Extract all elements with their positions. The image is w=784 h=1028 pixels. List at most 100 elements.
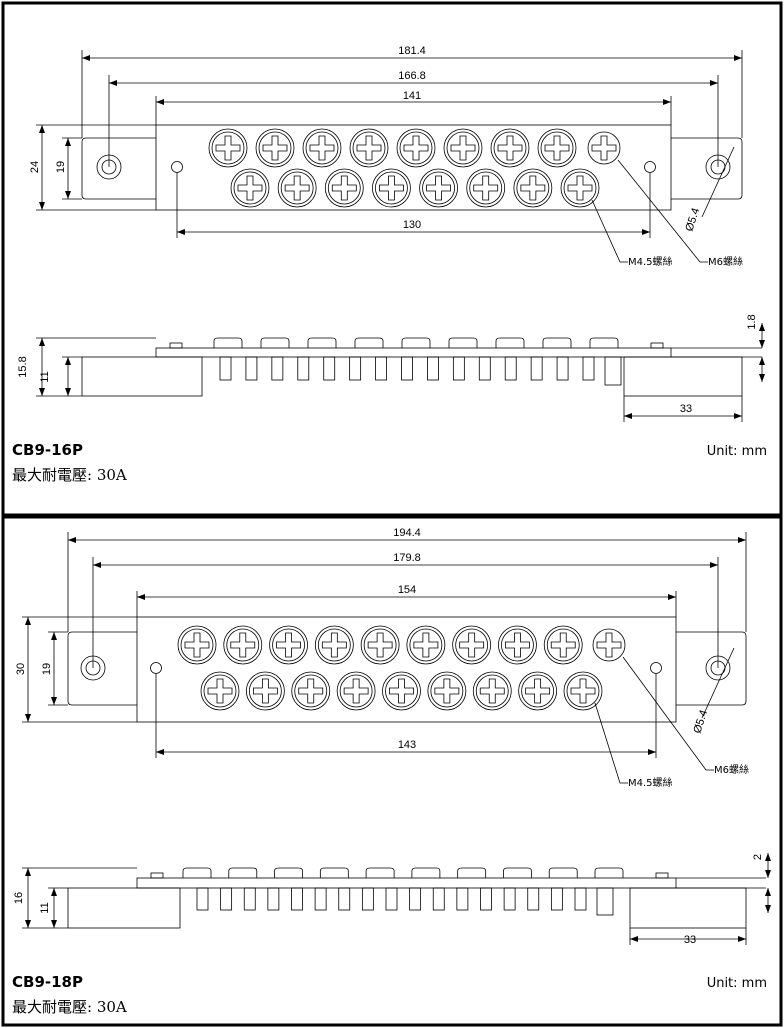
side-terminal-pin — [452, 356, 465, 381]
screw-outer-ring — [490, 128, 530, 168]
side-base-plate — [136, 877, 677, 889]
screw-outer-ring — [336, 671, 376, 711]
screw-outer-ring — [269, 625, 308, 665]
screw-head — [501, 628, 534, 662]
left-mounting-ear — [67, 631, 137, 706]
phillips-cross-icon — [379, 175, 404, 201]
dim-hole-pitch: 179.8 — [393, 552, 421, 564]
side-terminal-pin — [556, 356, 569, 381]
unit-label: Unit: mm — [707, 976, 767, 991]
side-terminal-pin — [401, 356, 413, 381]
screw-outer-ring — [472, 671, 512, 711]
side-terminal-pin — [219, 356, 232, 381]
dim-height-outer: 30 — [15, 663, 27, 675]
dim-overall-length: 181.4 — [398, 45, 426, 57]
side-terminal-pin — [267, 887, 280, 911]
screw-outer-ring — [396, 128, 436, 168]
m45-screw — [314, 625, 354, 665]
panel-frame — [1, 1, 783, 517]
small-hole — [150, 662, 162, 674]
side-screw-cap — [319, 867, 349, 878]
screw-outer-ring — [452, 625, 492, 665]
side-screw-cap — [213, 337, 243, 348]
side-screw-cap — [354, 337, 384, 348]
phillips-cross-icon — [284, 175, 310, 201]
side-screw-cap — [401, 337, 431, 348]
left-mounting-ear — [81, 137, 156, 200]
side-bump — [655, 872, 669, 879]
screw-head — [540, 131, 574, 165]
side-terminal-pin — [323, 356, 336, 381]
side-terminal-pin — [432, 887, 445, 911]
phillips-cross-icon — [591, 135, 617, 161]
m45-screw — [498, 625, 537, 665]
side-terminal-pin — [582, 356, 595, 381]
screw-head — [521, 674, 555, 708]
m45-screw — [490, 128, 530, 168]
m45-screw — [518, 671, 558, 711]
side-terminal-pin — [409, 887, 422, 911]
m45-screw — [269, 625, 308, 665]
screw-head — [475, 674, 509, 708]
side-screw-cap — [182, 867, 212, 878]
side-screw-cap — [448, 337, 478, 348]
screw-head — [248, 674, 282, 708]
screw-head — [385, 674, 418, 708]
phillips-cross-icon — [321, 632, 347, 658]
side-terminal-pin — [245, 356, 258, 381]
phillips-cross-icon — [252, 678, 278, 704]
screw-outer-ring — [466, 168, 506, 208]
side-terminal-pin — [349, 356, 362, 381]
side-screw-cap — [307, 337, 337, 348]
mounting-hole — [705, 154, 731, 180]
dim-plate: 2 — [752, 854, 764, 860]
screw-head — [327, 171, 361, 205]
screw-outer-ring — [291, 671, 331, 711]
terminal-block-body — [155, 124, 672, 211]
m45-screw — [324, 168, 364, 208]
screw-outer-ring — [543, 625, 583, 665]
screw-outer-ring — [314, 625, 354, 665]
dim-height-outer: 24 — [29, 161, 41, 173]
side-screw-cap — [594, 867, 624, 878]
m45-screw — [382, 671, 421, 711]
dim-hole-diameter: Ø5.4 — [683, 207, 702, 233]
phillips-cross-icon — [237, 175, 263, 201]
side-screw-cap — [411, 867, 441, 878]
terminal-block-body — [136, 616, 677, 723]
side-terminal-pin — [503, 887, 516, 911]
screw-head — [455, 628, 489, 662]
side-base-plate — [155, 347, 672, 358]
dim-plate: 1.8 — [746, 314, 758, 329]
screw-outer-ring — [360, 625, 400, 665]
side-terminal-pin — [527, 887, 540, 911]
screw-head — [211, 131, 245, 165]
screw-outer-ring — [208, 128, 248, 168]
m45-screw — [177, 625, 217, 665]
side-bump — [150, 872, 164, 879]
side-screw-cap — [457, 867, 487, 878]
side-bump — [650, 342, 664, 349]
screw-outer-ring — [513, 168, 553, 208]
phillips-cross-icon — [389, 678, 414, 704]
m6-screw — [592, 628, 626, 662]
side-terminal-pin — [271, 356, 284, 381]
m45-screw — [230, 168, 270, 208]
m45-screw — [452, 625, 492, 665]
right-mounting-ear — [671, 137, 743, 200]
dim-hole-pitch: 166.8 — [398, 70, 426, 82]
screw-outer-ring — [537, 128, 577, 168]
screw-head — [280, 171, 314, 205]
screw-outer-ring — [223, 625, 263, 665]
m45-screw — [543, 625, 583, 665]
side-terminal-pin — [220, 887, 233, 911]
screw-outer-ring — [498, 625, 537, 665]
m45-screw — [291, 671, 331, 711]
phillips-cross-icon — [309, 135, 335, 161]
screw-head — [375, 171, 408, 205]
side-terminal-pin — [504, 356, 517, 381]
screw-head — [305, 131, 339, 165]
phillips-cross-icon — [544, 135, 570, 161]
m45-screw — [396, 128, 436, 168]
side-screw-cap — [228, 867, 258, 878]
